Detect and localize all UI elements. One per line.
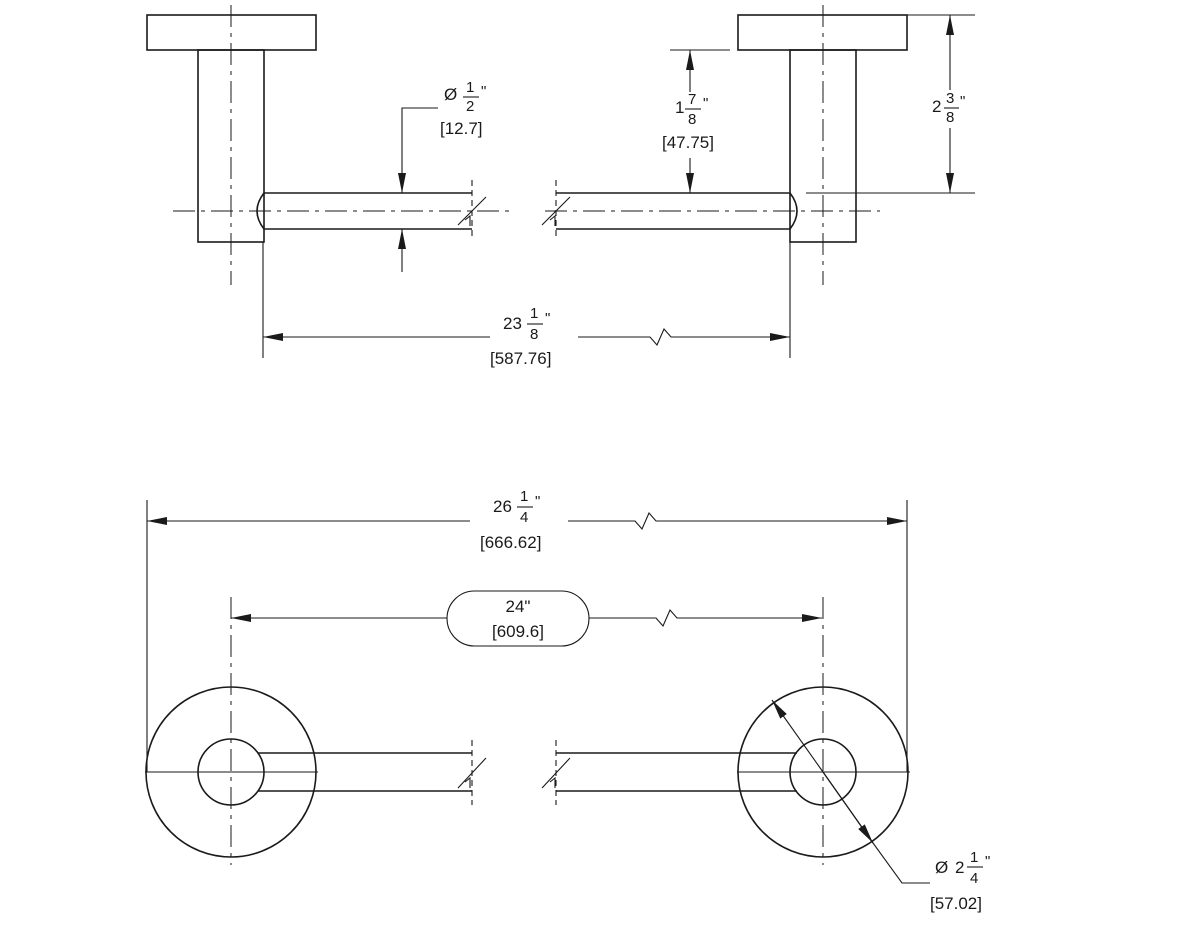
flange-diameter-denominator: 4 <box>970 870 978 887</box>
overall-length-numerator: 1 <box>520 488 528 505</box>
rod-length-dimension: 23 1 8 " [587.76] <box>262 242 791 368</box>
rod-length-unit: " <box>545 310 550 327</box>
left-post <box>146 5 317 285</box>
rod-length-metric: [587.76] <box>490 349 551 368</box>
right-flange <box>737 597 910 865</box>
side-view: Ø 1 2 " [12.7] 1 7 8 " [47.75] 2 3 <box>146 5 975 368</box>
flange-diameter-whole: 2 <box>955 858 964 877</box>
right-post <box>737 5 908 285</box>
flange-diameter-symbol: Ø <box>935 858 948 877</box>
overall-height-denominator: 8 <box>946 109 954 126</box>
rod-diameter-symbol: Ø <box>444 85 457 104</box>
rod-length-denominator: 8 <box>530 326 538 343</box>
flange-diameter-dimension: Ø 2 1 4 " [57.02] <box>771 699 990 913</box>
overall-height-whole: 2 <box>932 97 941 116</box>
rod-right-segment <box>541 180 798 240</box>
rod-diameter-unit: " <box>481 83 486 100</box>
rod-height-metric: [47.75] <box>662 133 714 152</box>
rod-height-whole: 1 <box>675 98 684 117</box>
flange-diameter-unit: " <box>985 853 990 870</box>
overall-length-metric: [666.62] <box>480 533 541 552</box>
rod-height-denominator: 8 <box>688 111 696 128</box>
rod-length-numerator: 1 <box>530 305 538 322</box>
center-to-center-label: 24" <box>506 597 531 616</box>
overall-height-numerator: 3 <box>946 90 954 107</box>
bar-left-segment <box>258 740 487 805</box>
overall-height-unit: " <box>960 93 965 110</box>
center-to-center-dimension: 24" [609.6] <box>231 590 822 647</box>
center-to-center-metric: [609.6] <box>492 622 544 641</box>
rod-height-dimension: 1 7 8 " [47.75] <box>662 49 730 193</box>
rod-length-whole: 23 <box>503 314 522 333</box>
rod-diameter-metric: [12.7] <box>440 119 483 138</box>
overall-height-dimension: 2 3 8 " <box>806 14 975 194</box>
rod-height-numerator: 7 <box>688 91 696 108</box>
overall-length-dimension: 26 1 4 " [666.62] <box>147 488 907 552</box>
overall-length-denominator: 4 <box>520 509 528 526</box>
rod-diameter-denominator: 2 <box>466 98 474 115</box>
rod-diameter-dimension: Ø 1 2 " [12.7] <box>398 79 486 272</box>
left-flange <box>145 597 318 865</box>
rod-left-segment <box>256 180 487 240</box>
overall-length-unit: " <box>535 493 540 510</box>
overall-length-whole: 26 <box>493 497 512 516</box>
bar-right-segment <box>541 740 797 805</box>
flange-diameter-numerator: 1 <box>970 849 978 866</box>
rod-diameter-numerator: 1 <box>466 79 474 96</box>
flange-diameter-metric: [57.02] <box>930 894 982 913</box>
basic-dimension-box <box>446 590 590 647</box>
front-view: 26 1 4 " [666.62] 24" [609.6] <box>145 488 990 913</box>
rod-height-unit: " <box>703 95 708 112</box>
